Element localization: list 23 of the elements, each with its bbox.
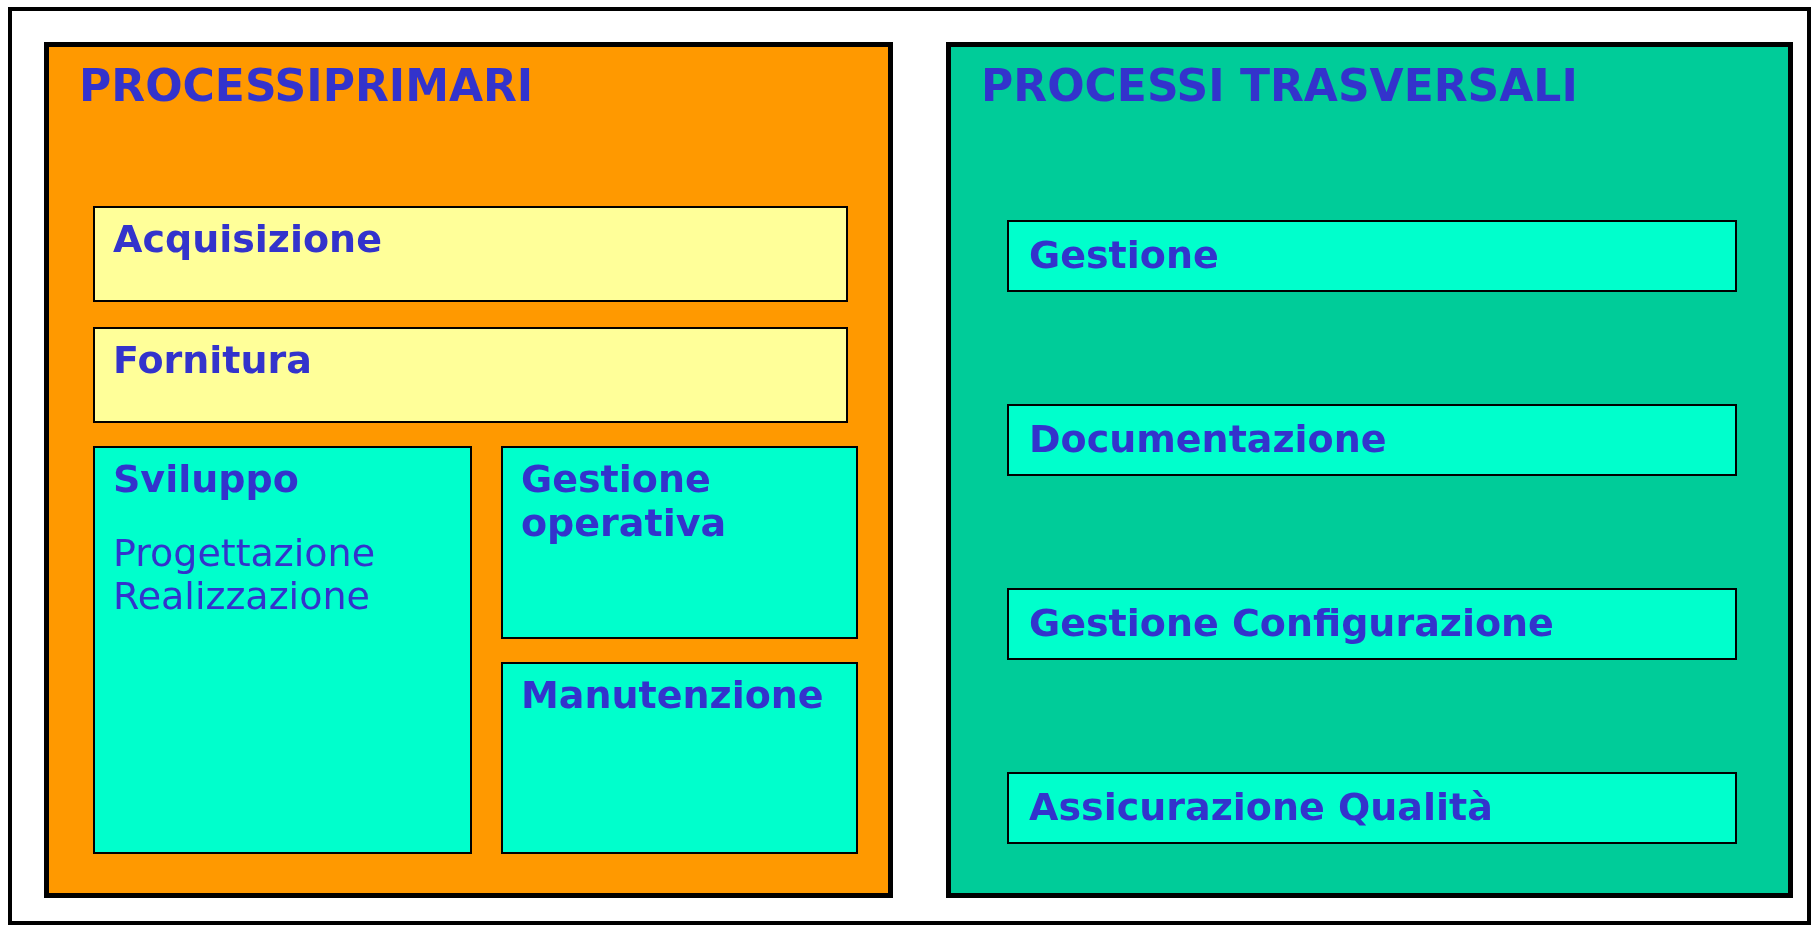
box-title: Assicurazione Qualità [1029, 786, 1494, 830]
process-box [501, 662, 858, 854]
box-title: Documentazione [1029, 418, 1388, 462]
process-box [93, 206, 848, 302]
process-box [1007, 404, 1737, 476]
process-box [93, 446, 472, 854]
process-box [1007, 220, 1737, 292]
process-box [93, 327, 848, 423]
group-panel [946, 42, 1793, 898]
box-title: Sviluppo [113, 458, 300, 502]
box-title: Gestione operativa [521, 458, 728, 546]
process-box [1007, 772, 1737, 844]
box-title: Gestione Configurazione [1029, 602, 1555, 646]
box-title: Manutenzione [521, 674, 825, 718]
box-title: Gestione [1029, 234, 1220, 278]
panel-title: PROCESSIPRIMARI [79, 61, 535, 112]
box-title: Fornitura [113, 339, 313, 383]
box-title: Acquisizione [113, 218, 383, 262]
group-panel [44, 42, 893, 898]
panel-title: PROCESSI TRASVERSALI [981, 61, 1579, 112]
process-box [501, 446, 858, 639]
process-box [1007, 588, 1737, 660]
box-body: Progettazione Realizzazione [113, 531, 377, 620]
